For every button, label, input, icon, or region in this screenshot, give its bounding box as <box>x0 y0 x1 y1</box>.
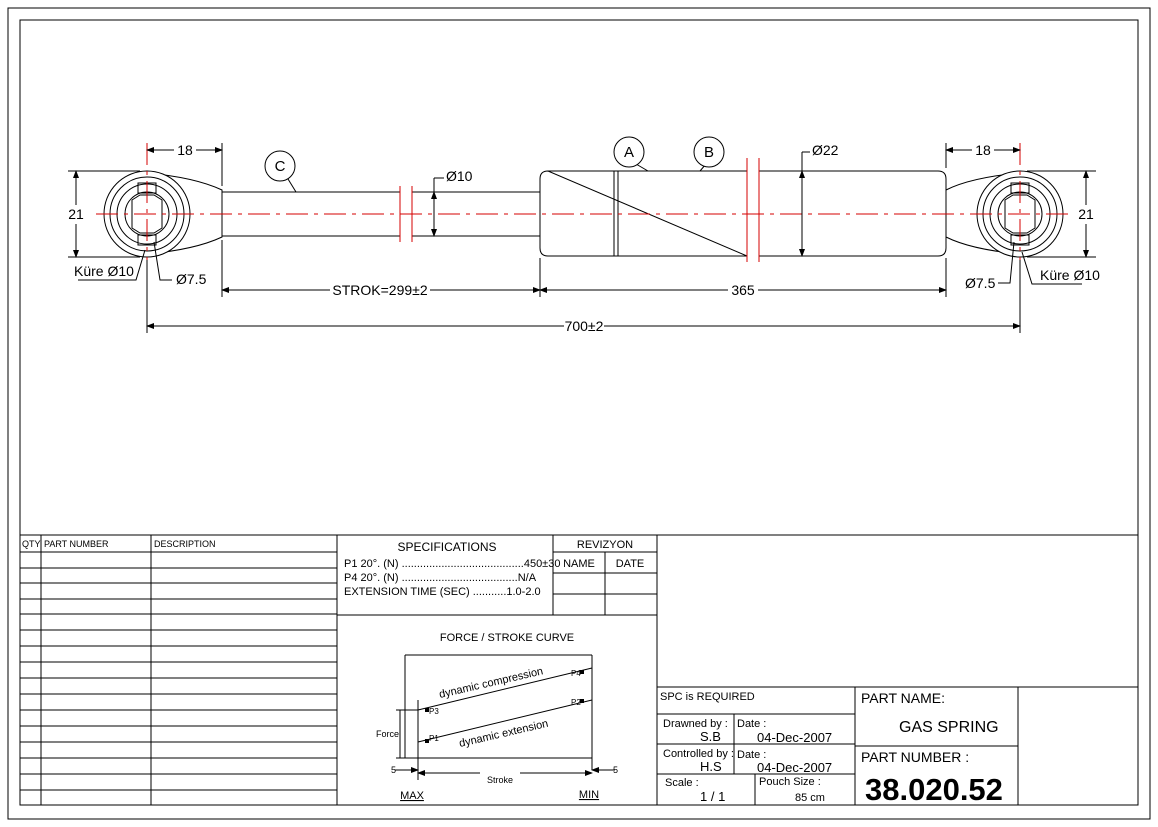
curve-offset-left: 5 <box>391 765 396 775</box>
dim-eye-width-right: 18 <box>975 142 991 158</box>
specs-title: SPECIFICATIONS <box>397 540 496 554</box>
scale-label: Scale : <box>665 777 699 789</box>
curve-point-p2: P2 <box>571 698 581 707</box>
scale-value: 1 / 1 <box>700 789 725 804</box>
dim-hole-left: Ø7.5 <box>176 271 207 287</box>
curve-label-min: MIN <box>579 789 599 801</box>
spc-required: SPC is REQUIRED <box>660 691 755 703</box>
bom-header-part-number: PART NUMBER <box>44 539 109 549</box>
part-number-label: PART NUMBER : <box>861 749 969 765</box>
curve-label-max: MAX <box>400 790 425 802</box>
dim-hole-right: Ø7.5 <box>965 275 996 291</box>
force-stroke-curve: FORCE / STROKE CURVE P3 <box>376 632 618 802</box>
dim-stroke: STROK=299±2 <box>332 282 427 298</box>
inner-border <box>19 19 1139 806</box>
dim-eye-width-left: 18 <box>177 142 193 158</box>
dim-eye-height-left: 21 <box>68 206 84 222</box>
drawn-by-value: S.B <box>700 729 721 744</box>
part-number-value: 38.020.52 <box>865 772 1003 807</box>
curve-point-p3: P3 <box>429 707 439 716</box>
controlled-by-label: Controlled by : <box>663 748 734 760</box>
callout-balloons <box>264 136 725 182</box>
pouch-size-label: Pouch Size : <box>759 776 821 788</box>
revision-header-name: NAME <box>563 558 595 570</box>
spec-line-extension-time: EXTENSION TIME (SEC) ...........1.0-2.0 <box>344 586 541 598</box>
dim-ball-right: Küre Ø10 <box>1040 267 1100 283</box>
curve-point-p4: P4 <box>571 669 581 678</box>
pouch-size-value: 85 cm <box>795 792 825 804</box>
part-name-label: PART NAME: <box>861 690 945 706</box>
dim-body-diameter: Ø22 <box>812 142 839 158</box>
dim-overall-length: 700±2 <box>565 318 604 334</box>
bom-table: QTY PART NUMBER DESCRIPTION <box>22 539 216 549</box>
drawn-by-label: Drawned by : <box>663 718 728 730</box>
specifications-section: SPECIFICATIONS P1 20°. (N) .............… <box>344 540 560 598</box>
centerlines <box>96 143 1072 280</box>
callout-b: B <box>704 144 714 161</box>
curve-label-extension: dynamic extension <box>458 718 549 750</box>
curve-axis-force: Force <box>376 729 399 739</box>
title-block: SPC is REQUIRED Drawned by : S.B Date : … <box>660 690 1003 807</box>
spec-line-p1: P1 20°. (N) ............................… <box>344 558 560 570</box>
dim-ball-left: Küre Ø10 <box>74 263 134 279</box>
drawn-date-label: Date : <box>737 718 766 730</box>
callout-a: A <box>624 144 634 161</box>
curve-axis-stroke: Stroke <box>487 775 513 785</box>
outer-border <box>7 7 1151 820</box>
callout-c: C <box>275 158 286 175</box>
drawn-date-value: 04-Dec-2007 <box>757 730 832 745</box>
spec-line-p4: P4 20°. (N) ............................… <box>344 572 537 584</box>
controlled-date-label: Date : <box>737 749 766 761</box>
drawing-text: C A B 18 18 21 21 Ø10 Ø22 Küre Ø10 Küre … <box>68 142 1100 334</box>
curve-title: FORCE / STROKE CURVE <box>440 632 574 644</box>
curve-point-p1: P1 <box>429 734 439 743</box>
bom-header-qty: QTY <box>22 539 41 549</box>
controlled-by-value: H.S <box>700 759 722 774</box>
extension-line <box>417 699 593 743</box>
bottom-table-lines <box>20 534 1138 805</box>
revision-section: REVIZYON NAME DATE <box>563 539 644 570</box>
dimension-lines <box>73 147 1089 329</box>
part-name-value: GAS SPRING <box>899 719 999 736</box>
dim-rod-diameter: Ø10 <box>446 168 473 184</box>
dim-eye-height-right: 21 <box>1078 206 1094 222</box>
bom-header-description: DESCRIPTION <box>154 539 216 549</box>
revision-title: REVIZYON <box>577 539 633 551</box>
cylinder-body <box>539 170 947 257</box>
compression-line <box>417 667 593 711</box>
dim-body-length: 365 <box>731 282 755 298</box>
revision-header-date: DATE <box>616 558 645 570</box>
curve-offset-right: 5 <box>613 765 618 775</box>
controlled-date-value: 04-Dec-2007 <box>757 760 832 775</box>
gas-spring-drawing <box>68 136 1096 333</box>
